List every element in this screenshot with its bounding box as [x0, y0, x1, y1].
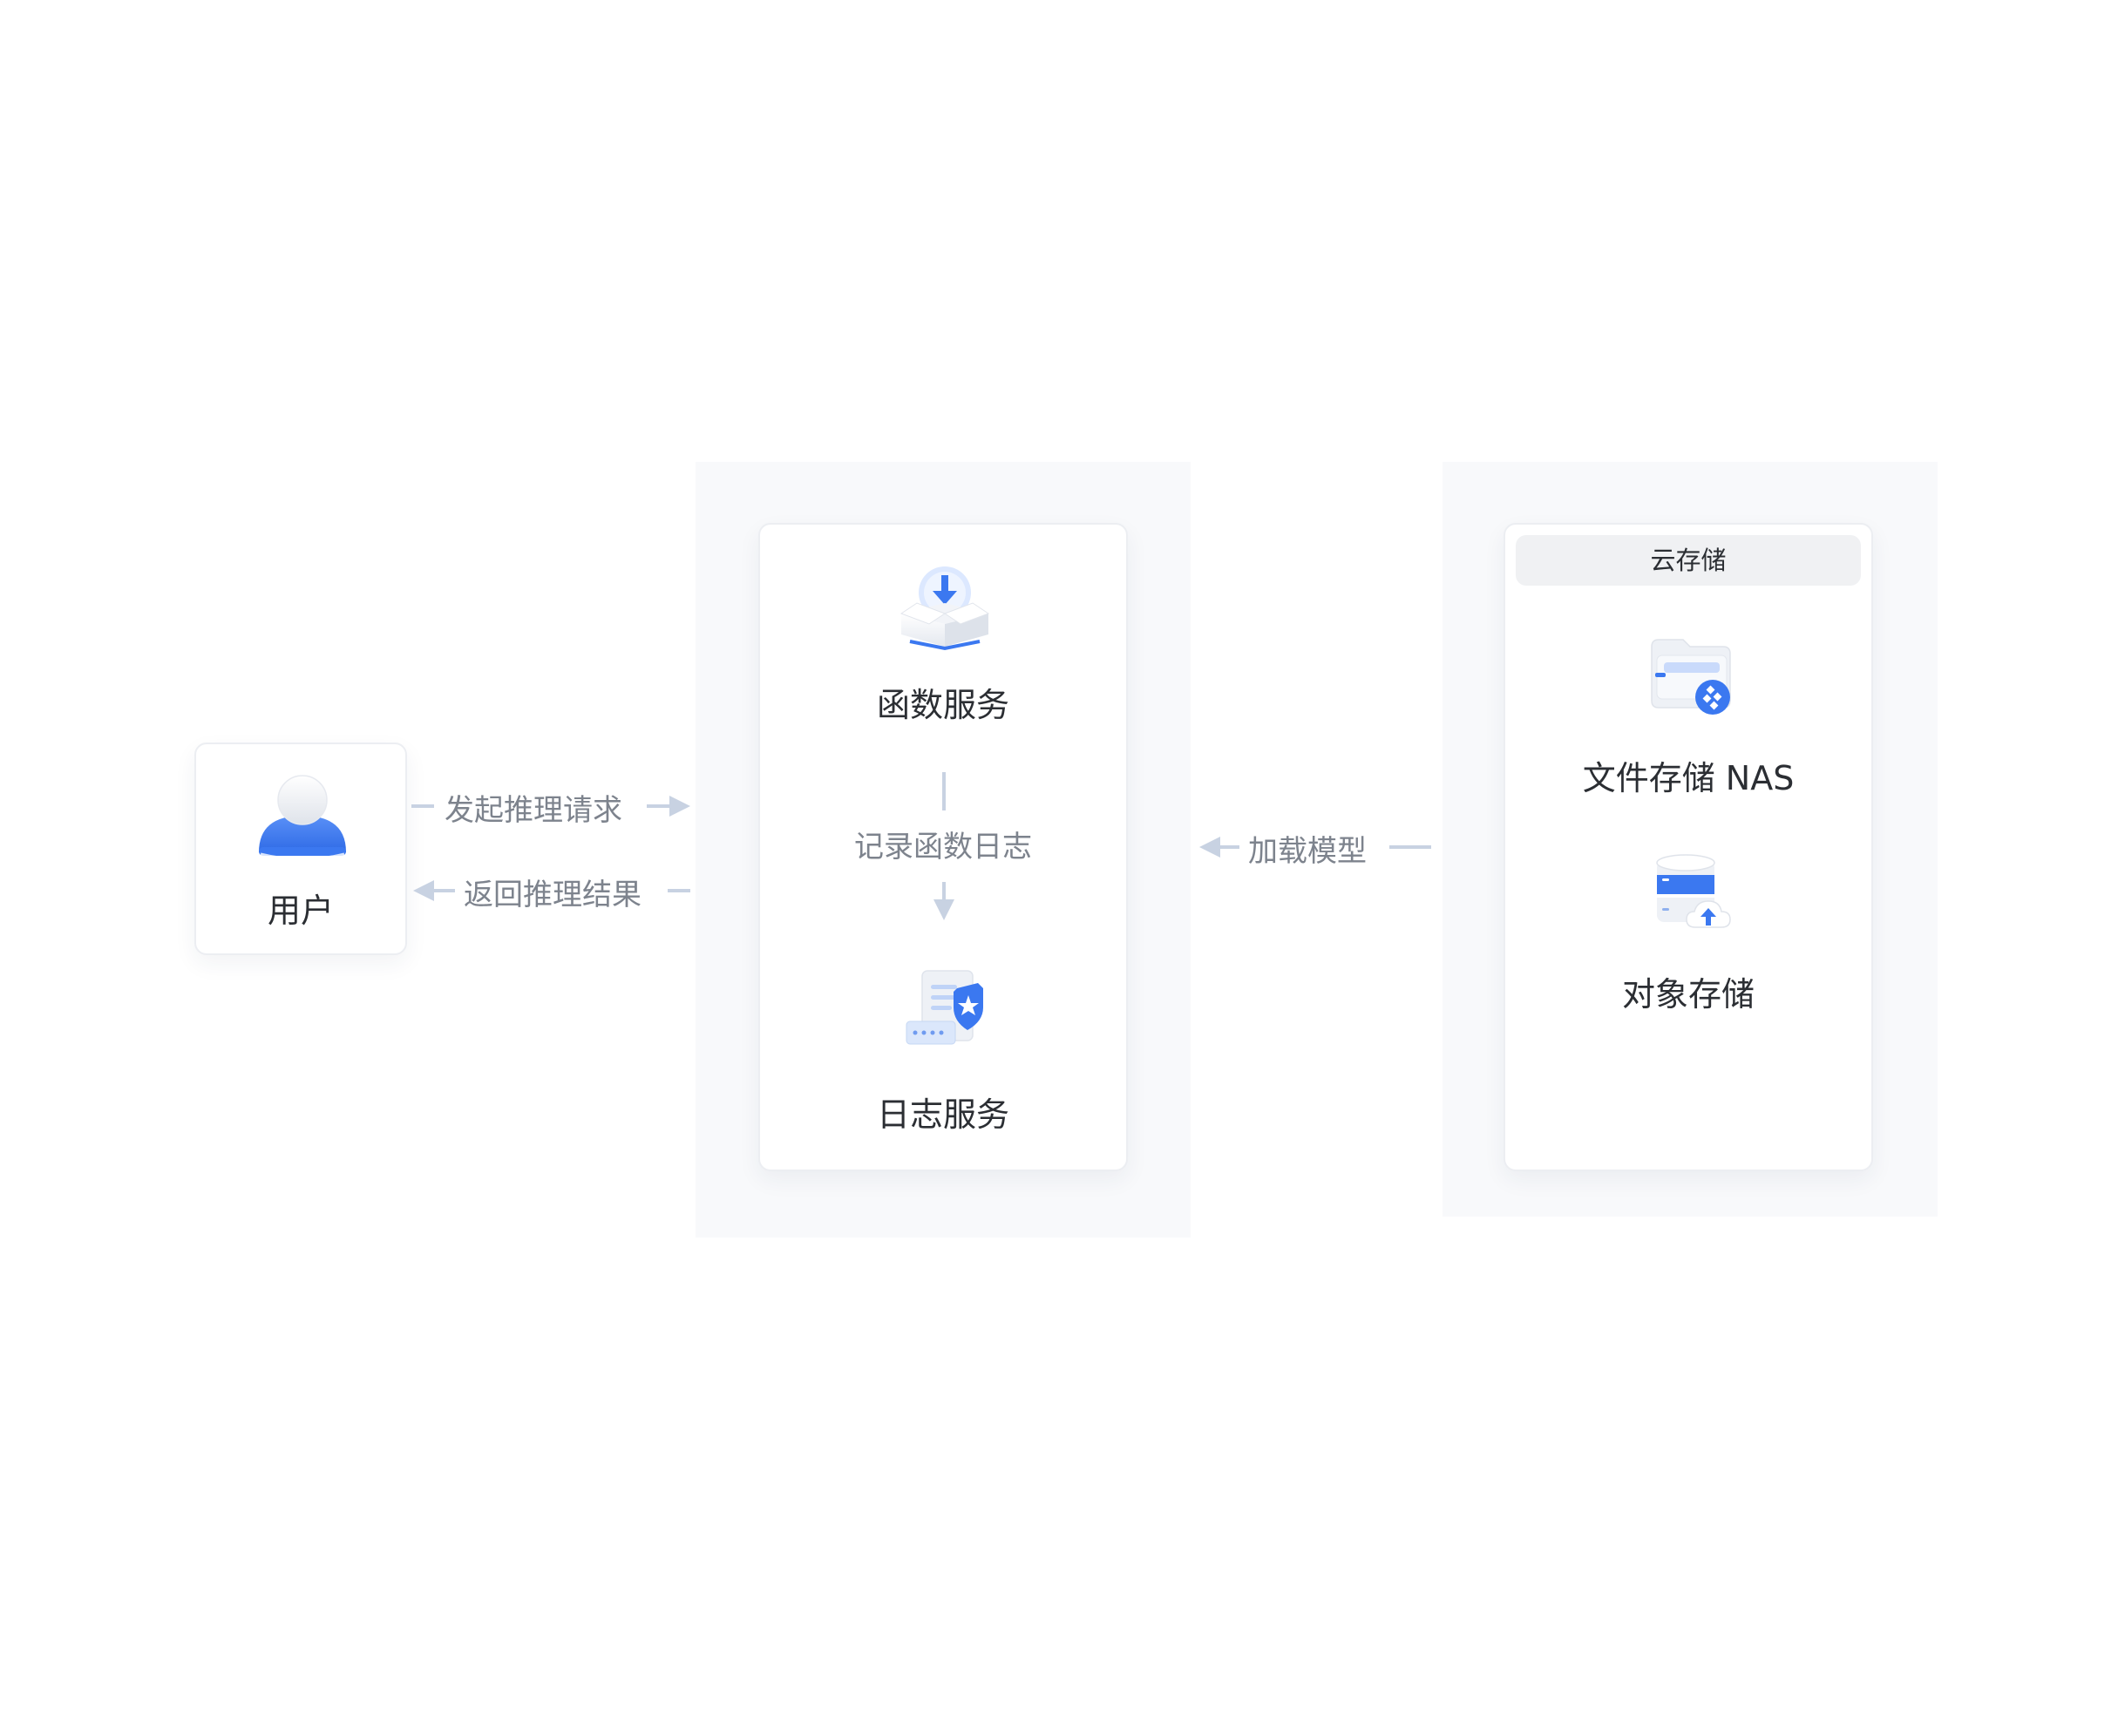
nas-folder-icon[interactable] — [1645, 634, 1735, 716]
function-log-card: 函数服务 记录函数日志 日志服务 — [758, 523, 1128, 1171]
user-card[interactable]: 用户 — [194, 743, 407, 955]
log-record-label: 记录函数日志 — [854, 830, 1032, 865]
response-label: 返回推理结果 — [464, 878, 642, 912]
user-label: 用户 — [267, 892, 334, 930]
object-storage-label: 对象存储 — [1621, 975, 1755, 1014]
function-service-label: 函数服务 — [876, 686, 1009, 724]
request-connector — [411, 796, 690, 817]
cloud-storage-header: 云存储 — [1516, 535, 1861, 586]
load-model-label: 加载模型 — [1248, 834, 1367, 869]
user-avatar-icon — [259, 775, 346, 861]
request-label: 发起推理请求 — [445, 793, 622, 828]
load-model-connector — [1199, 837, 1431, 858]
object-storage-database-icon[interactable] — [1645, 852, 1735, 936]
log-service-label: 日志服务 — [876, 1095, 1009, 1134]
response-connector — [413, 880, 690, 901]
cloud-storage-card: 云存储 文件存储 NAS 对象存储 — [1504, 523, 1873, 1171]
log-flow-arrow — [933, 772, 954, 920]
nas-label: 文件存储 NAS — [1582, 759, 1795, 797]
log-document-shield-icon[interactable] — [901, 967, 988, 1054]
cloud-download-box-icon[interactable] — [893, 556, 997, 652]
